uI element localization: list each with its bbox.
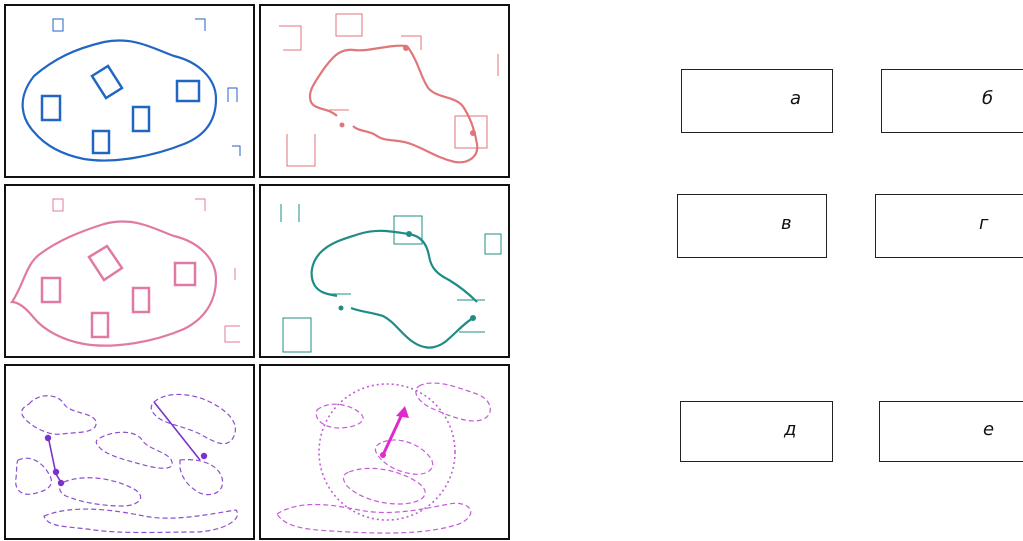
- label-g: г: [979, 213, 988, 234]
- panel-purple-squiggles: [4, 364, 255, 541]
- panel-blue-region: [4, 4, 255, 178]
- corner-mark: [228, 88, 237, 102]
- squiggle: [180, 460, 223, 495]
- squiggle: [22, 396, 97, 435]
- squiggle: [96, 432, 172, 468]
- small-box: [283, 318, 311, 352]
- inner-box: [92, 313, 108, 337]
- inner-box: [42, 96, 60, 120]
- squiggle: [16, 458, 52, 494]
- panel-magenta-arrow: [259, 364, 510, 541]
- panel-teal-outline: [259, 184, 510, 358]
- panel-pink-region: [4, 184, 255, 358]
- inner-box: [177, 81, 199, 101]
- inner-rhombus: [92, 66, 122, 98]
- label-e: е: [983, 419, 994, 440]
- squiggle: [151, 394, 235, 443]
- label-box-a: а: [681, 69, 833, 133]
- small-box: [394, 216, 422, 244]
- label-box-d: д: [680, 401, 833, 462]
- squiggle: [60, 478, 141, 506]
- label-b: б: [982, 88, 993, 109]
- label-box-v: в: [677, 194, 827, 258]
- squiggle: [416, 383, 491, 421]
- squiggle: [277, 503, 471, 533]
- squiggle: [44, 509, 238, 532]
- label-box-b: б: [881, 69, 1023, 133]
- small-box: [53, 199, 63, 211]
- region-outline: [310, 46, 477, 163]
- small-box: [485, 234, 501, 254]
- label-a: а: [790, 88, 801, 109]
- corner-mark: [195, 199, 205, 211]
- label-box-e: е: [879, 401, 1023, 462]
- inner-box: [175, 263, 195, 285]
- corner-mark: [287, 134, 315, 166]
- arrow: [383, 412, 403, 455]
- corner-mark: [195, 19, 205, 31]
- label-box-g: г: [875, 194, 1023, 258]
- squiggle: [316, 404, 363, 428]
- inner-box: [133, 288, 149, 312]
- inner-rhombus: [89, 246, 122, 280]
- dotted-circle: [319, 384, 455, 520]
- inner-box: [93, 131, 109, 153]
- inner-box: [133, 107, 149, 131]
- small-box: [336, 14, 362, 36]
- region-outline: [312, 231, 477, 348]
- panel-salmon-outline: [259, 4, 510, 178]
- corner-mark: [232, 146, 240, 156]
- small-box: [53, 19, 63, 31]
- arrow-head: [396, 406, 409, 418]
- label-v: в: [781, 213, 792, 234]
- label-d: д: [784, 419, 796, 440]
- inner-box: [42, 278, 60, 302]
- corner-mark: [225, 326, 240, 342]
- corner-mark: [279, 26, 301, 50]
